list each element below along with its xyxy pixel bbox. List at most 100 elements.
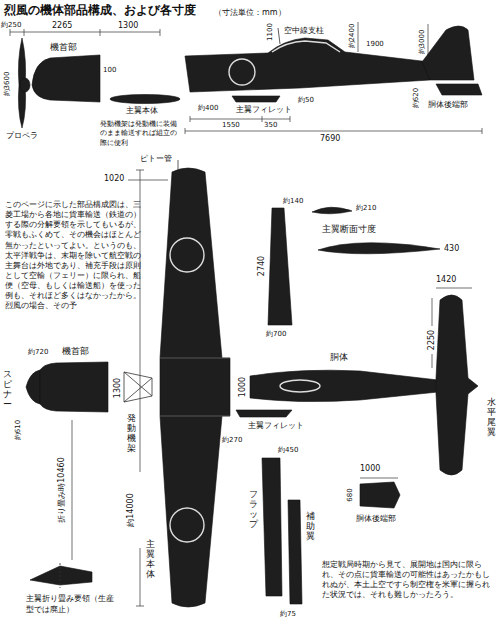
wing-side bbox=[110, 95, 180, 104]
part-label: 約75 bbox=[280, 610, 296, 619]
airfoil-small bbox=[312, 207, 352, 214]
flap-top bbox=[268, 208, 292, 325]
drawing-line bbox=[18, 26, 482, 607]
part-label: 7690 bbox=[320, 134, 340, 144]
note-text: 主翼折り畳み要領（生産型では廃止） bbox=[26, 594, 118, 616]
part-label: 約700 bbox=[266, 330, 286, 339]
part-label: 補助翼 bbox=[306, 512, 315, 542]
drawing-line bbox=[262, 116, 263, 122]
part-label: 発動機架 bbox=[127, 414, 136, 454]
engine-mount bbox=[124, 372, 152, 402]
part-label: 約400 bbox=[198, 104, 218, 113]
hinomaru bbox=[170, 238, 204, 272]
tail-cone-plan bbox=[360, 482, 400, 508]
dimension-value: 2740 bbox=[257, 255, 267, 277]
part-label: 2265 bbox=[52, 21, 72, 31]
dimension-value: 約2400 bbox=[348, 23, 357, 50]
canopy-side bbox=[272, 41, 340, 52]
drawing-line bbox=[170, 41, 340, 542]
nose-plan bbox=[40, 362, 108, 412]
part-label: 胴体 bbox=[330, 352, 348, 363]
part-label: 約250 bbox=[1, 21, 21, 30]
antenna-mast bbox=[278, 28, 280, 44]
note-text: 発動機架は発動機に装備のまま輸送すれば組立の際に便利 bbox=[100, 120, 180, 148]
drawing-line bbox=[358, 22, 359, 52]
note-text: 想定戦局時期から見て、展開地は国内に限られ、その点に貨車輸送の可能性はあったかも… bbox=[322, 560, 494, 601]
part-label: 主翼フィレット bbox=[248, 421, 304, 431]
dimension-value: 2250 bbox=[427, 329, 437, 351]
part-label: 約450 bbox=[278, 446, 298, 455]
part-label: ピトー管 bbox=[140, 154, 172, 164]
part-label: 主翼本体 bbox=[126, 106, 158, 116]
part-label: 約210 bbox=[356, 204, 376, 213]
dimension-value: 約3000 bbox=[418, 29, 427, 56]
drawing-line bbox=[100, 29, 101, 36]
drawing-line bbox=[290, 116, 291, 122]
propeller-hub bbox=[20, 78, 30, 92]
part-label: 約270 bbox=[222, 436, 242, 445]
part-label: 胴体後端部 bbox=[428, 100, 468, 110]
dimension-value: 約3600 bbox=[3, 71, 12, 98]
drawing-line bbox=[160, 29, 161, 36]
drawing-line bbox=[185, 128, 186, 134]
dimension-value: 約14000 bbox=[126, 492, 136, 527]
drawing-line bbox=[72, 420, 73, 560]
drawing-line bbox=[136, 170, 144, 171]
pitot-tube bbox=[178, 160, 179, 170]
part-label: 主翼断面寸度 bbox=[322, 224, 376, 235]
wing-fillet-side bbox=[232, 96, 280, 102]
part-label: 1300 bbox=[118, 21, 138, 31]
tail-cone-side bbox=[436, 84, 482, 95]
part-label: 空中線支柱 bbox=[284, 26, 324, 36]
drawing-line bbox=[482, 128, 483, 134]
part-label: 約50 bbox=[298, 96, 314, 105]
part-label: 1000 bbox=[360, 464, 380, 474]
title: 烈風の機体部品構成、および各寸度 bbox=[4, 3, 196, 18]
drawing-line bbox=[190, 119, 290, 120]
nose-section bbox=[32, 55, 100, 102]
hinomaru bbox=[170, 508, 204, 542]
wing-fillet-plan bbox=[236, 410, 292, 417]
part-label: 1900 bbox=[366, 40, 384, 49]
panel-line bbox=[160, 358, 230, 359]
note-text: このページに示した部品構成図は、三菱工場から各地に貨車輸送（鉄道の）する際の分解… bbox=[5, 200, 143, 311]
flap bbox=[262, 458, 282, 596]
dimension-value: 1000 bbox=[238, 376, 248, 398]
horizontal-tail bbox=[436, 295, 478, 475]
dimension-value: 約620 bbox=[412, 87, 421, 109]
wing-plan bbox=[160, 168, 230, 607]
part-label: 胴体後端部 bbox=[356, 514, 396, 524]
spinner bbox=[26, 370, 40, 404]
dimension-value: 1300 bbox=[113, 377, 123, 399]
part-label: 約720 bbox=[28, 348, 48, 357]
drawing-line bbox=[185, 131, 482, 132]
part-label: 約140 bbox=[283, 197, 303, 206]
drawing-line bbox=[360, 478, 398, 479]
airfoil-large bbox=[318, 243, 440, 254]
part-label: 主翼フィレット bbox=[236, 105, 292, 115]
drawing-line bbox=[140, 548, 141, 606]
drawing-line bbox=[128, 180, 168, 181]
part-label: （寸法単位：mm） bbox=[214, 8, 286, 18]
dimension-value: 折り畳み時10460 bbox=[57, 456, 67, 523]
part-label: プロペラ bbox=[6, 131, 38, 141]
drawing-line bbox=[10, 29, 11, 36]
part-label: 100 bbox=[103, 66, 116, 75]
drawing-line bbox=[436, 288, 472, 289]
part-label: 主翼本体 bbox=[146, 540, 155, 580]
dimension-value: 680 bbox=[346, 487, 355, 502]
part-label: 430 bbox=[444, 244, 459, 254]
part-label: フラップ bbox=[249, 490, 258, 530]
dimension-value: 1100 bbox=[266, 22, 275, 42]
part-label: 1420 bbox=[436, 275, 456, 285]
part-label: 1550 bbox=[222, 121, 240, 130]
wing-fold-sketch bbox=[30, 566, 92, 585]
hinomaru bbox=[229, 59, 255, 85]
part-label: 機首部 bbox=[50, 42, 77, 53]
part-label: 1020 bbox=[104, 174, 124, 184]
part-label: 水平尾翼 bbox=[487, 398, 496, 438]
drawing-line bbox=[136, 606, 144, 607]
part-label: 350 bbox=[264, 121, 277, 130]
